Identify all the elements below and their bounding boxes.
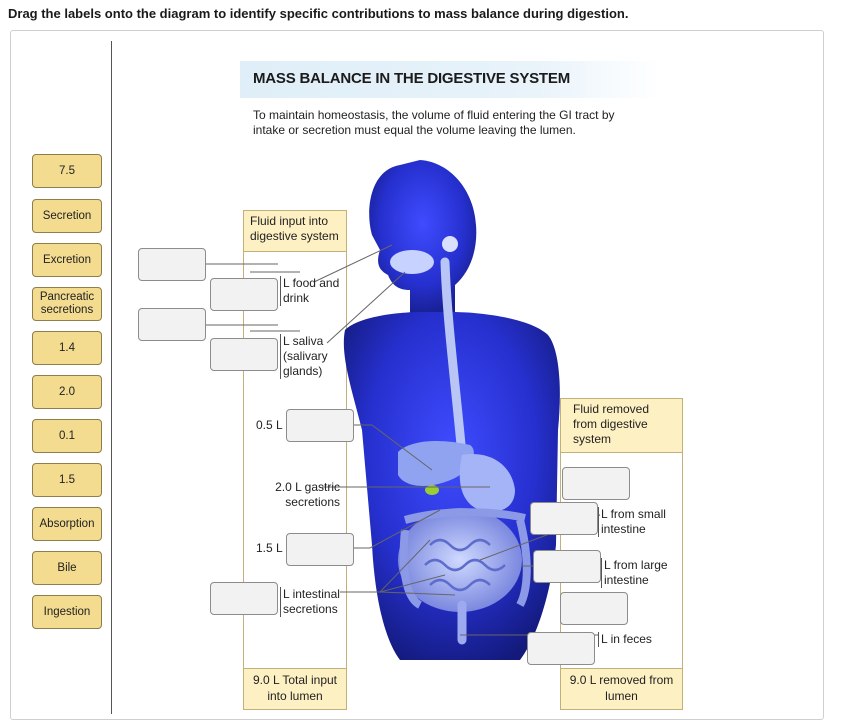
intestines-shape	[398, 508, 522, 612]
input-header: Fluid input into digestive system	[243, 210, 347, 252]
input-total: 9.0 L Total input into lumen	[243, 668, 347, 710]
label-chip-1.5[interactable]: 1.5	[32, 463, 102, 497]
saliva-label: L saliva (salivary glands)	[280, 334, 345, 379]
label-chip-absorption[interactable]: Absorption	[32, 507, 102, 541]
bile-prefix-label: 0.5 L	[256, 418, 283, 432]
stomach-shape	[459, 454, 515, 512]
diagram-title: MASS BALANCE IN THE DIGESTIVE SYSTEM	[253, 70, 570, 87]
drop-zone-pancreatic[interactable]	[286, 533, 354, 566]
label-chip-pancreatic-secretions[interactable]: Pancreatic secretions	[32, 287, 102, 321]
head-shape	[369, 160, 477, 318]
title-band	[240, 61, 660, 98]
label-chip-0.1[interactable]: 0.1	[32, 419, 102, 453]
pancreatic-prefix-label: 1.5 L	[256, 541, 283, 555]
intestinal-label: L intestinal secretions	[280, 587, 347, 617]
drop-zone-feces-volume[interactable]	[527, 632, 595, 665]
label-chip-secretion[interactable]: Secretion	[32, 199, 102, 233]
drop-zone-food-volume[interactable]	[210, 278, 278, 311]
small-intestine-label: L from small intestine	[598, 507, 681, 537]
feces-label: L in feces	[598, 632, 661, 647]
label-chip-ingestion[interactable]: Ingestion	[32, 595, 102, 629]
food-label: L food and drink	[280, 276, 349, 306]
drop-zone-bile[interactable]	[286, 409, 354, 442]
liver-shape	[398, 440, 474, 486]
drop-zone-intestinal-volume[interactable]	[210, 582, 278, 615]
esophagus-shape	[440, 257, 467, 460]
label-chip-1.4[interactable]: 1.4	[32, 331, 102, 365]
diagram-subtitle: To maintain homeostasis, the volume of f…	[253, 108, 615, 137]
drop-zone-large-intestine-volume[interactable]	[533, 550, 601, 583]
large-intestine-label: L from large intestine	[601, 558, 682, 588]
drop-zone-small-intestine-volume[interactable]	[530, 502, 598, 535]
label-chip-excretion[interactable]: Excretion	[32, 243, 102, 277]
drop-zone-saliva-process[interactable]	[138, 308, 206, 341]
label-chip-bile[interactable]: Bile	[32, 551, 102, 585]
drop-zone-excretion-process[interactable]	[560, 592, 628, 625]
label-chip-7.5[interactable]: 7.5	[32, 154, 102, 188]
drop-zone-saliva-volume[interactable]	[210, 338, 278, 371]
instruction-text: Drag the labels onto the diagram to iden…	[8, 6, 629, 21]
gastric-label: 2.0 L gastric secretions	[275, 480, 340, 509]
drop-zone-food-process[interactable]	[138, 248, 206, 281]
drop-zone-output-process[interactable]	[562, 467, 630, 500]
output-total: 9.0 L removed from lumen	[560, 668, 683, 710]
label-bank-divider	[111, 41, 112, 714]
output-header: Fluid removed from digestive system	[560, 398, 683, 453]
label-chip-2.0[interactable]: 2.0	[32, 375, 102, 409]
